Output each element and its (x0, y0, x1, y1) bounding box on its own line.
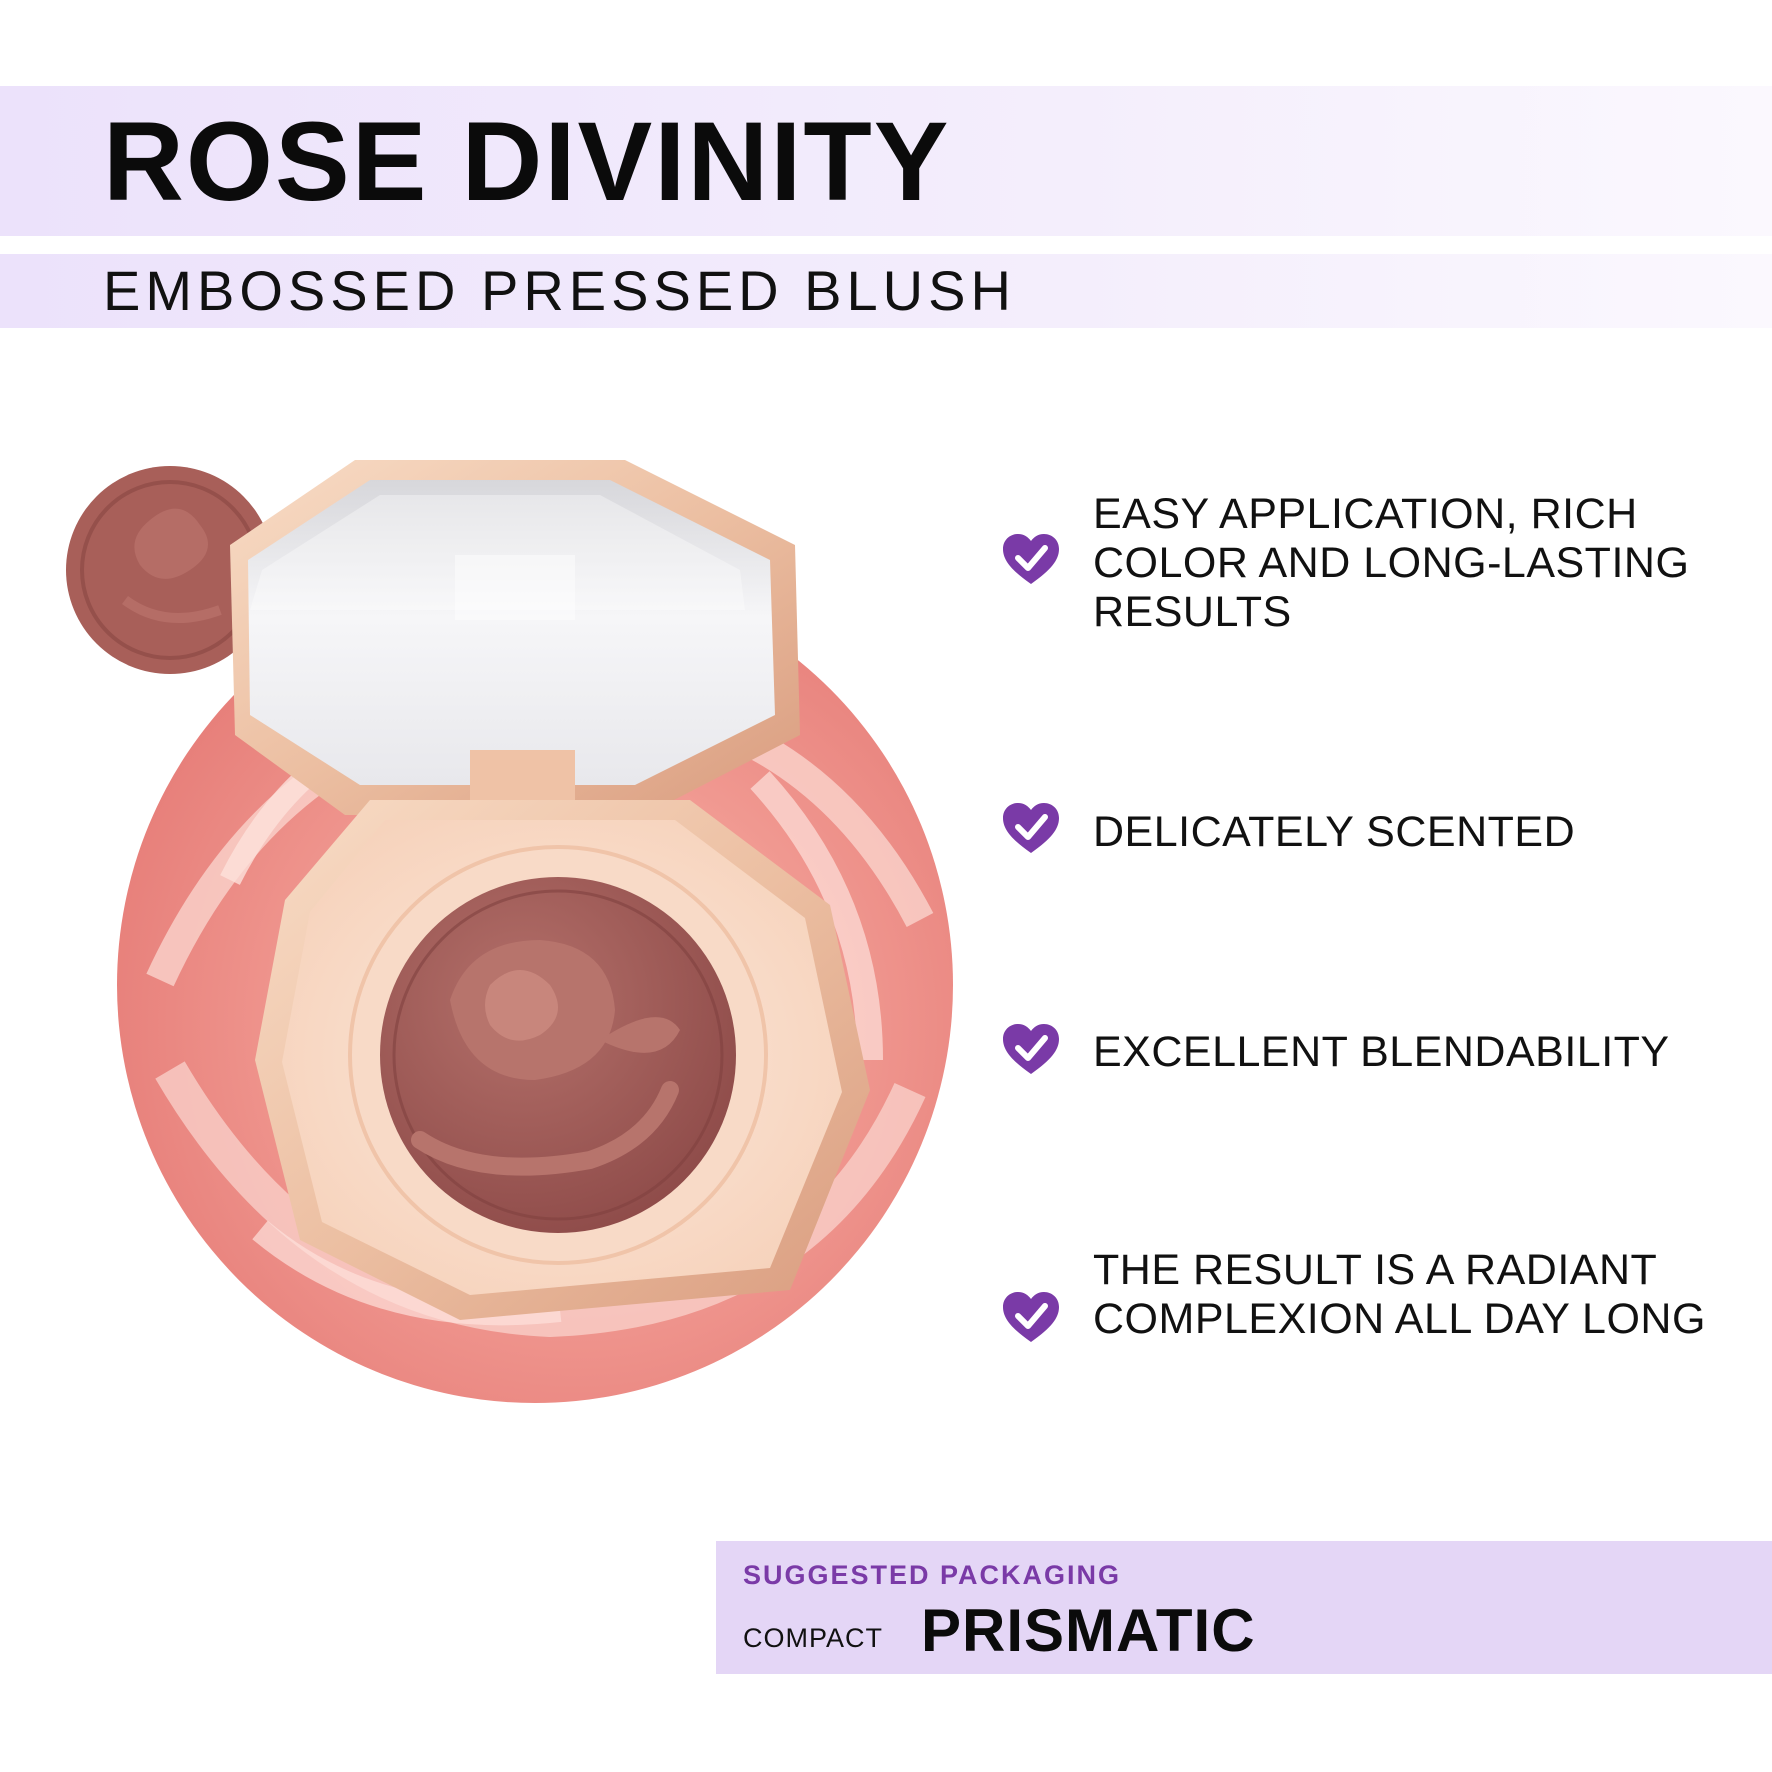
heart-check-icon (1003, 803, 1059, 853)
title-band (0, 86, 1772, 236)
heart-check-icon (1003, 1292, 1059, 1342)
heart-check-icon (1003, 534, 1059, 584)
packaging-box: SUGGESTED PACKAGING COMPACT PRISMATIC (716, 1541, 1772, 1674)
heart-check-icon (1003, 1024, 1059, 1074)
product-subtitle: EMBOSSED PRESSED BLUSH (103, 259, 1016, 322)
feature-text: EXCELLENT BLENDABILITY (1093, 1028, 1670, 1076)
feature-text: THE RESULT IS A RADIANT COMPLEXION ALL D… (1093, 1246, 1706, 1343)
loose-blush-pan (66, 466, 274, 674)
packaging-prefix: COMPACT (743, 1623, 883, 1653)
feature-text: EASY APPLICATION, RICH COLOR AND LONG-LA… (1093, 490, 1690, 636)
packaging-label: SUGGESTED PACKAGING (743, 1560, 1122, 1590)
packaging-name: PRISMATIC (921, 1597, 1256, 1664)
subtitle-band (0, 254, 1772, 328)
compact-lid (230, 460, 800, 815)
product-title: ROSE DIVINITY (103, 99, 951, 224)
product-illustration (66, 460, 953, 1403)
feature-text: DELICATELY SCENTED (1093, 808, 1576, 856)
embossed-rose (411, 940, 680, 1176)
